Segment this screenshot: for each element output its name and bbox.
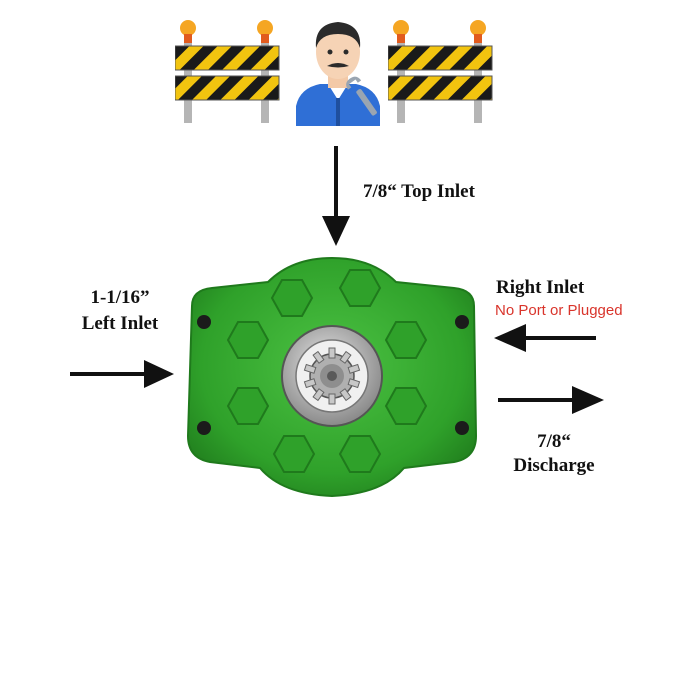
right-inlet-arrow (494, 324, 596, 352)
discharge-arrow (498, 386, 604, 414)
discharge-size-label: 7/8“ (537, 431, 571, 452)
top-inlet-arrow (322, 146, 350, 246)
right-inlet-label: Right Inlet (496, 277, 585, 298)
top-inlet-label: 7/8“ Top Inlet (363, 181, 475, 202)
hydraulic-pump-image (186, 256, 478, 498)
construction-barrier-icon (388, 20, 493, 123)
construction-barrier-icon (175, 20, 280, 123)
left-inlet-size-label: 1-1/16” (90, 287, 150, 308)
right-inlet-note: No Port or Plugged (495, 302, 623, 319)
left-inlet-label: Left Inlet (81, 313, 159, 334)
left-inlet-arrow (70, 360, 174, 388)
mechanic-icon (296, 22, 380, 126)
discharge-label: Discharge (513, 455, 595, 476)
